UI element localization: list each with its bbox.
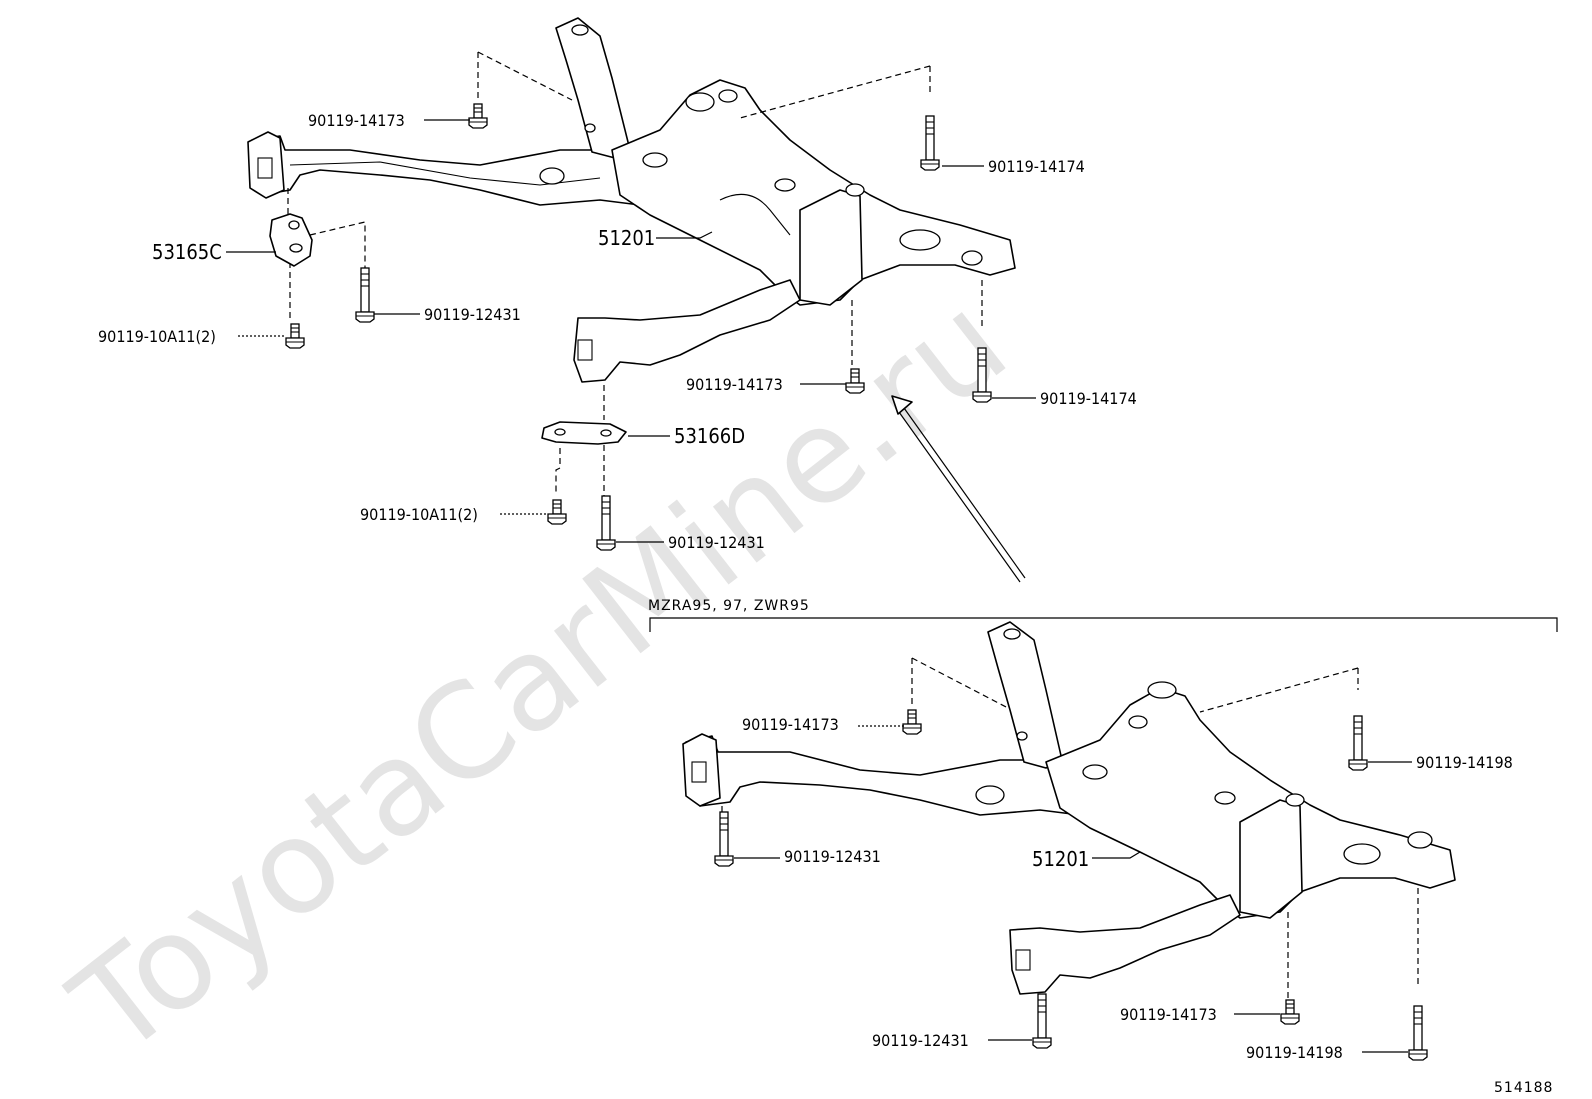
label-bolt-90119-12431-lower-bottom: 90119-12431: [872, 1031, 969, 1050]
bracket-53166d: [541, 421, 627, 445]
label-bolt-90119-14198-lower-bottom: 90119-14198: [1246, 1043, 1343, 1062]
upper-crossmember: [247, 17, 1016, 383]
label-bolt-90119-12431-right: 90119-12431: [668, 533, 765, 552]
bracket-53165c: [269, 213, 313, 267]
label-bolt-90119-10a11-right: 90119-10A11(2): [360, 505, 478, 524]
variant-label: MZRA95, 97, ZWR95: [648, 598, 810, 614]
label-bracket-53165c: 53165C: [152, 240, 222, 264]
watermark: ToyotaCarMine.ru: [45, 265, 1034, 1085]
label-bolt-90119-14173-lower-rear: 90119-14173: [742, 715, 839, 734]
label-bolt-90119-14198-lower-rear: 90119-14198: [1416, 753, 1513, 772]
label-bolt-90119-10a11-left: 90119-10A11(2): [98, 327, 216, 346]
label-crossmember-51201-upper: 51201: [598, 226, 655, 250]
lower-crossmember: [682, 621, 1456, 995]
label-bolt-90119-12431-left: 90119-12431: [424, 305, 521, 324]
label-bolt-90119-14173-upper: 90119-14173: [308, 111, 405, 130]
variant-bracket-line: [649, 617, 1558, 632]
label-bolt-90119-14174-front: 90119-14174: [1040, 389, 1137, 408]
reference-arrow: [891, 395, 1026, 583]
label-bolt-90119-14174-upper: 90119-14174: [988, 157, 1085, 176]
diagram-code: 514188: [1494, 1080, 1553, 1096]
label-bolt-90119-12431-lower-left: 90119-12431: [784, 847, 881, 866]
label-bolt-90119-14173-lower-mid: 90119-14173: [1120, 1005, 1217, 1024]
label-bolt-90119-14173-front: 90119-14173: [686, 375, 783, 394]
label-bracket-53166d: 53166D: [674, 424, 745, 448]
label-crossmember-51201-lower: 51201: [1032, 847, 1089, 871]
